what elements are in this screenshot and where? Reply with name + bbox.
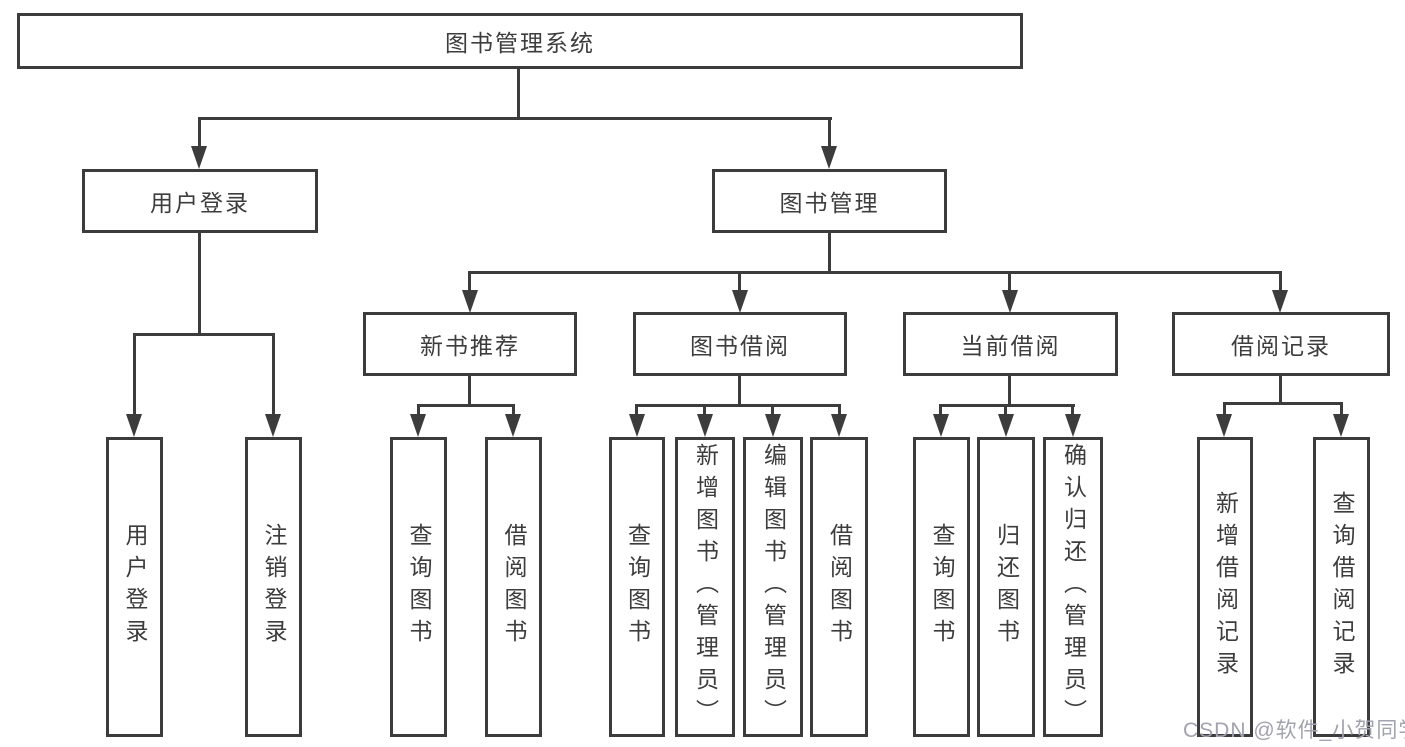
node-borrow-query-books-label: 查询图书 xyxy=(624,523,651,651)
node-recommend-borrow-books-label: 借阅图书 xyxy=(501,523,527,651)
connector-line xyxy=(1279,271,1282,293)
node-current-borrow-label: 当前借阅 xyxy=(960,333,1061,359)
connector-line xyxy=(738,376,741,407)
connector-line xyxy=(1071,404,1074,416)
node-query-borrow-record: 查询借阅记录 xyxy=(1313,437,1370,737)
connector-line xyxy=(1008,376,1011,407)
node-confirm-return-admin-label: 确认归还（管理员） xyxy=(1060,443,1087,731)
connector-line xyxy=(828,117,831,150)
node-current-query-books-label: 查询图书 xyxy=(929,523,955,651)
node-recommend-query-books-label: 查询图书 xyxy=(406,523,432,651)
connector-line xyxy=(417,404,515,407)
node-book-borrow-label: 图书借阅 xyxy=(690,333,790,359)
arrow-down-icon xyxy=(410,414,426,437)
node-borrow-books: 借阅图书 xyxy=(810,437,868,737)
arrow-down-icon xyxy=(629,414,645,437)
connector-line xyxy=(1223,402,1343,405)
connector-line xyxy=(417,404,420,416)
node-user-login-action: 用户登录 xyxy=(106,437,163,737)
connector-line xyxy=(468,271,471,293)
node-recommend-query-books: 查询图书 xyxy=(390,437,447,737)
arrow-down-icon xyxy=(1272,290,1288,313)
connector-line xyxy=(468,271,1282,274)
arrow-down-icon xyxy=(732,290,748,313)
node-recommend-borrow-books: 借阅图书 xyxy=(485,437,542,737)
connector-line xyxy=(198,117,832,120)
node-root: 图书管理系统 xyxy=(17,13,1023,69)
arrow-down-icon xyxy=(191,146,207,169)
arrow-down-icon xyxy=(998,414,1014,437)
node-book-management: 图书管理 xyxy=(712,169,947,233)
connector-line xyxy=(198,117,201,150)
arrow-down-icon xyxy=(265,414,281,437)
node-logout-label: 注销登录 xyxy=(261,523,287,651)
node-root-label: 图书管理系统 xyxy=(445,30,595,56)
arrow-down-icon xyxy=(505,414,521,437)
arrow-down-icon xyxy=(831,414,847,437)
connector-line xyxy=(468,376,471,407)
arrow-down-icon xyxy=(933,414,949,437)
node-add-borrow-record-label: 新增借阅记录 xyxy=(1212,491,1239,683)
node-current-query-books: 查询图书 xyxy=(913,437,970,737)
node-book-management-label: 图书管理 xyxy=(779,190,880,216)
connector-line xyxy=(703,404,706,416)
connector-line xyxy=(738,271,741,293)
arrow-down-icon xyxy=(1065,414,1081,437)
connector-line xyxy=(838,404,841,416)
connector-line xyxy=(1279,376,1282,405)
connector-line xyxy=(272,333,275,415)
connector-line xyxy=(635,404,638,416)
node-edit-books-admin: 编辑图书（管理员） xyxy=(743,437,803,737)
connector-line xyxy=(1004,404,1007,416)
node-add-books-admin-label: 新增图书（管理员） xyxy=(692,443,719,731)
connector-line xyxy=(1223,402,1226,416)
node-new-book-recommend-label: 新书推荐 xyxy=(420,333,520,359)
node-logout: 注销登录 xyxy=(245,437,302,737)
node-user-login: 用户登录 xyxy=(82,169,318,233)
connector-line xyxy=(1008,271,1011,293)
node-user-login-label: 用户登录 xyxy=(150,190,250,216)
node-return-books-label: 归还图书 xyxy=(993,523,1020,651)
connector-line xyxy=(517,69,520,119)
arrow-down-icon xyxy=(1216,414,1232,437)
arrow-down-icon xyxy=(1333,414,1349,437)
node-add-borrow-record: 新增借阅记录 xyxy=(1197,437,1253,737)
node-borrow-records-label: 借阅记录 xyxy=(1231,333,1331,359)
node-new-book-recommend: 新书推荐 xyxy=(363,312,577,376)
node-borrow-query-books: 查询图书 xyxy=(609,437,665,737)
node-current-borrow: 当前借阅 xyxy=(903,312,1118,376)
node-user-login-action-label: 用户登录 xyxy=(122,523,148,651)
watermark: CSDN @软件_小贺同学 xyxy=(1183,719,1405,742)
connector-line xyxy=(771,404,774,416)
connector-line xyxy=(133,333,136,415)
node-book-borrow: 图书借阅 xyxy=(633,312,847,376)
arrow-down-icon xyxy=(126,414,142,437)
connector-line xyxy=(939,404,942,416)
arrow-down-icon xyxy=(462,290,478,313)
node-query-borrow-record-label: 查询借阅记录 xyxy=(1329,491,1355,683)
arrow-down-icon xyxy=(765,414,781,437)
connector-line xyxy=(133,333,275,336)
connector-line xyxy=(512,404,515,416)
connector-line xyxy=(828,233,831,274)
node-add-books-admin: 新增图书（管理员） xyxy=(675,437,735,737)
node-edit-books-admin-label: 编辑图书（管理员） xyxy=(760,443,787,731)
node-borrow-records: 借阅记录 xyxy=(1172,312,1390,376)
node-borrow-books-label: 借阅图书 xyxy=(826,523,853,651)
connector-line xyxy=(198,233,201,336)
connector-line xyxy=(635,404,841,407)
arrow-down-icon xyxy=(1002,290,1018,313)
node-confirm-return-admin: 确认归还（管理员） xyxy=(1043,437,1103,737)
node-return-books: 归还图书 xyxy=(977,437,1035,737)
connector-line xyxy=(939,404,1075,407)
arrow-down-icon xyxy=(697,414,713,437)
arrow-down-icon xyxy=(821,146,837,169)
connector-line xyxy=(1340,402,1343,416)
